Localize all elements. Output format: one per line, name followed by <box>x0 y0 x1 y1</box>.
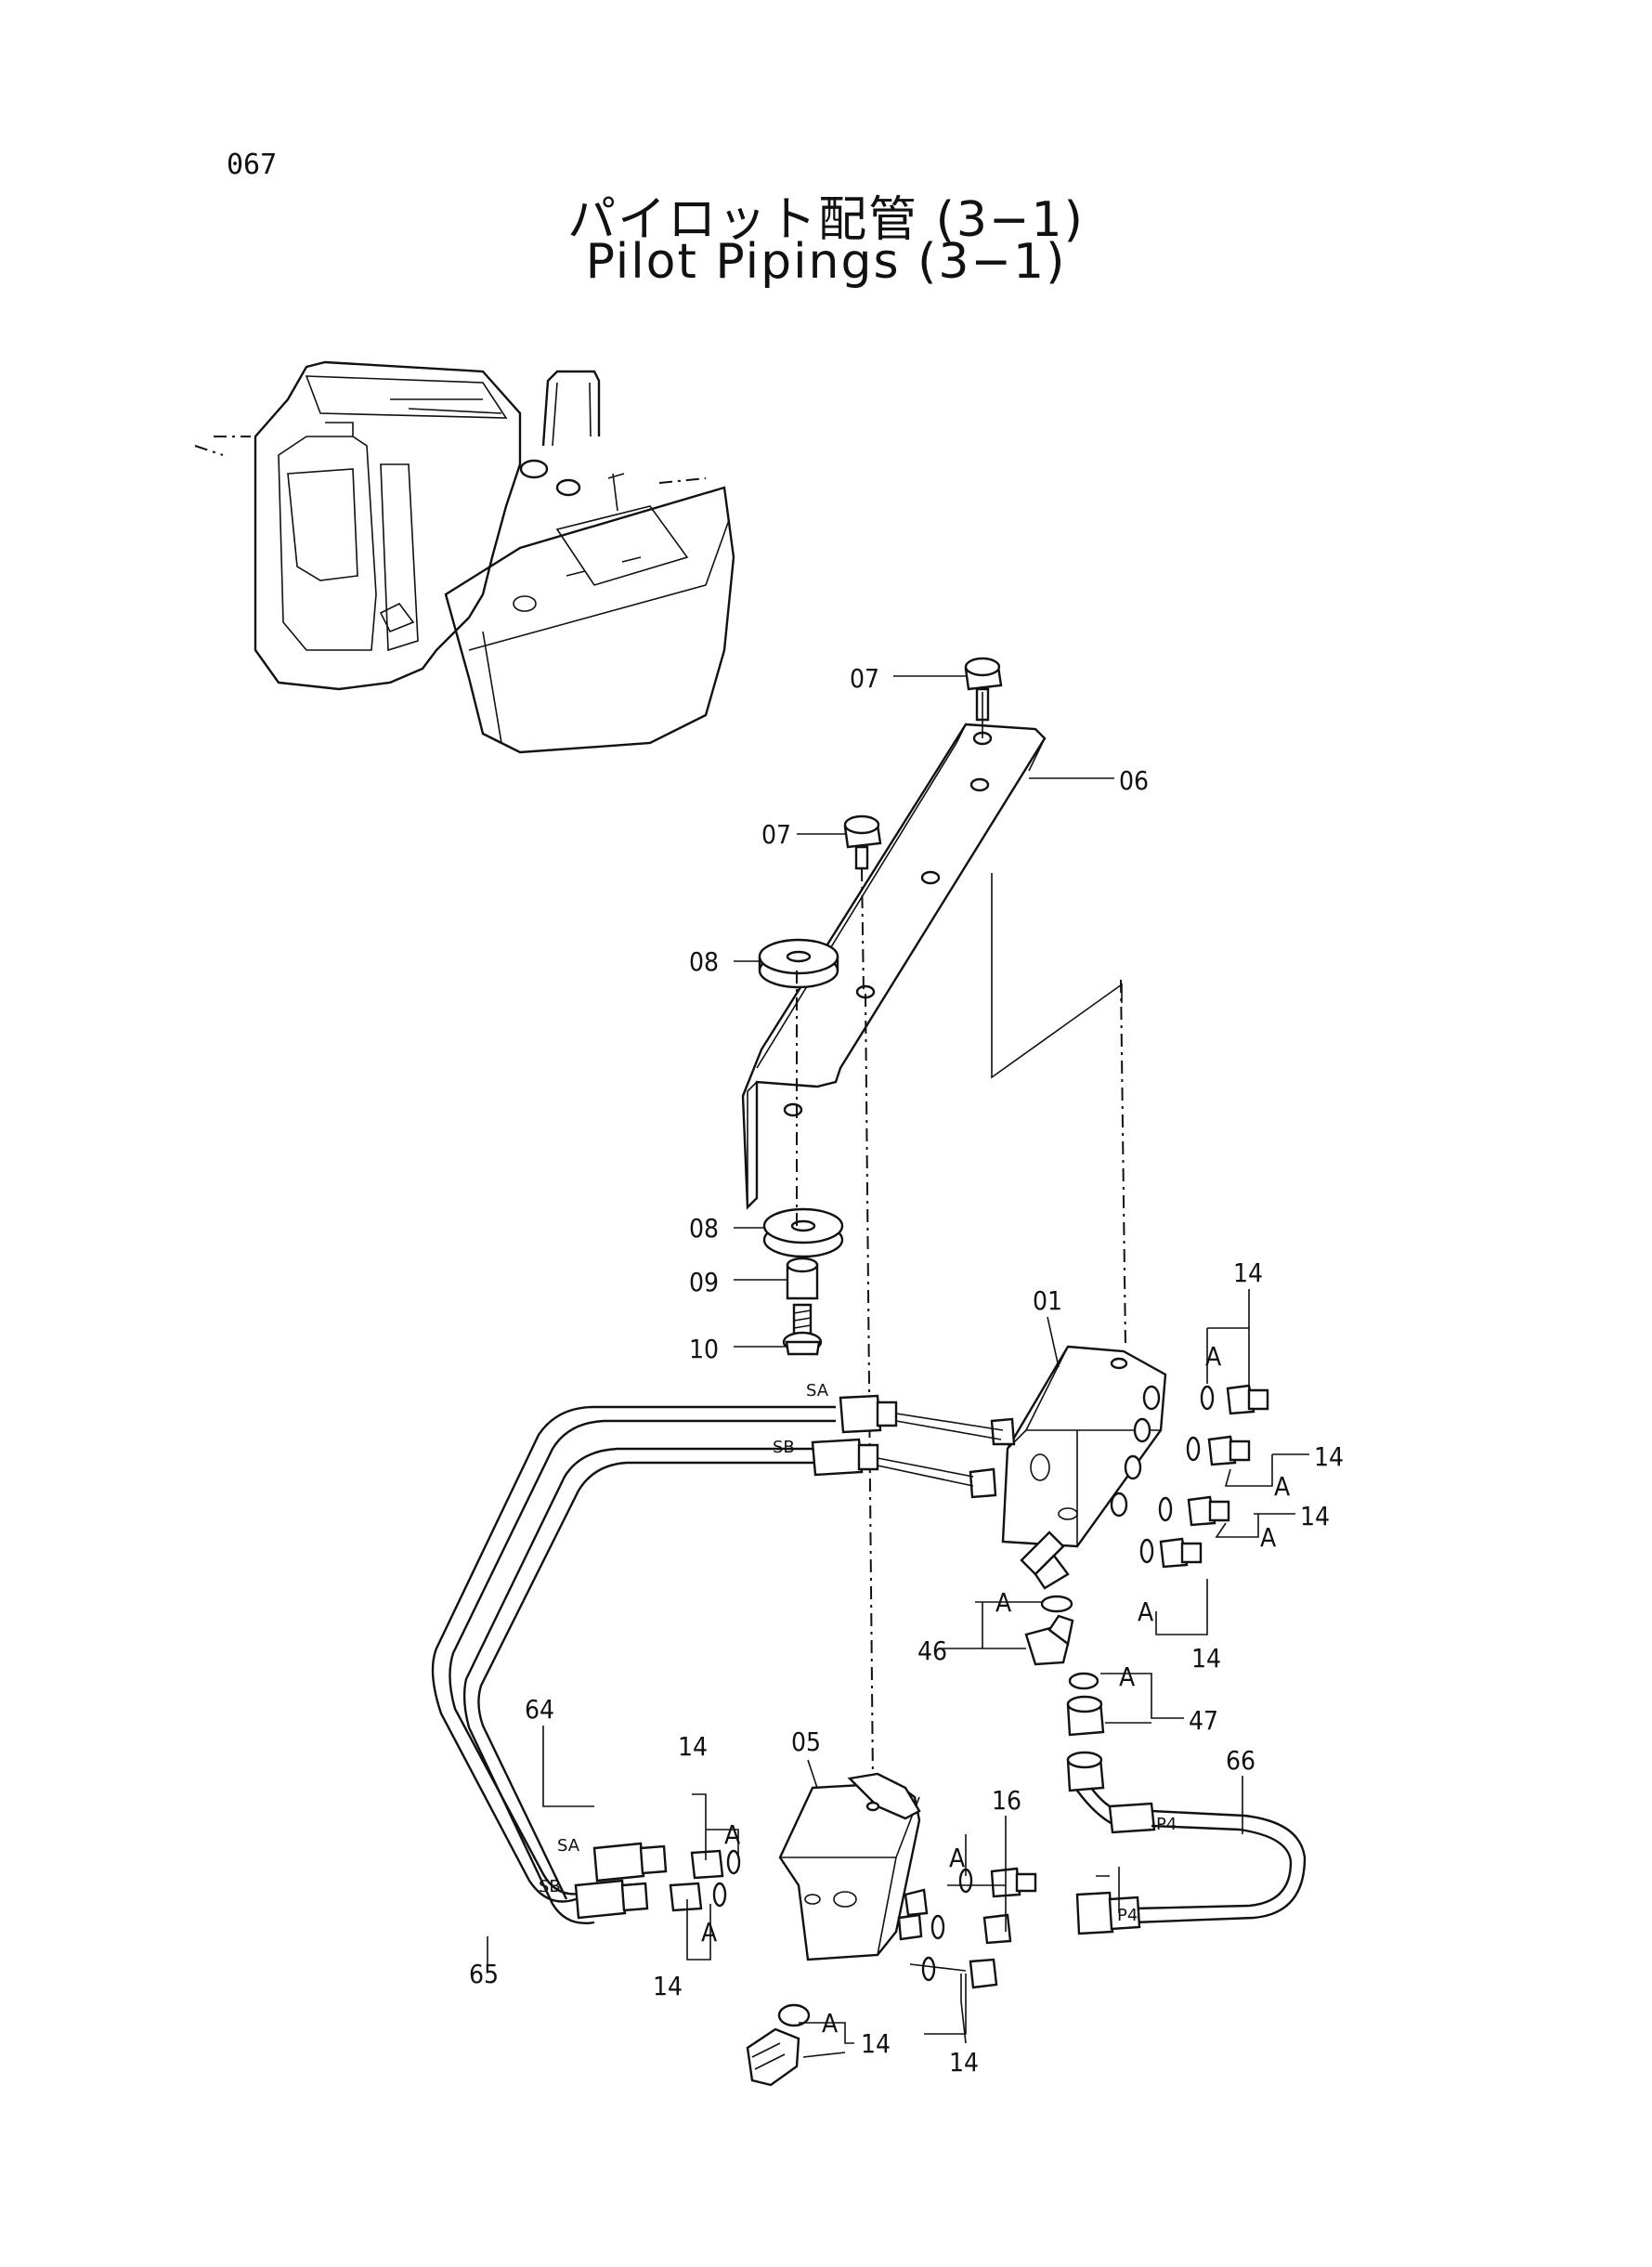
callout-14-g: 14 <box>861 2028 891 2059</box>
cushion-08-lower <box>762 1207 844 1258</box>
port-label-p4-upper: P4 <box>1156 1815 1177 1834</box>
detail-mark-a: A <box>724 1819 741 1850</box>
fittings-around-05 <box>669 1849 1037 2087</box>
valve-block-01 <box>969 1345 1167 1590</box>
elbow-fitting-46 <box>1024 1595 1074 1666</box>
detail-mark-a: A <box>822 2008 839 2039</box>
callout-08-lower: 08 <box>689 1213 719 1244</box>
callout-07-lower: 07 <box>761 819 791 850</box>
callout-09: 09 <box>689 1267 719 1297</box>
callout-07-upper: 07 <box>850 663 879 694</box>
leader-bracket-to-valve <box>991 873 1123 1079</box>
callout-08-upper: 08 <box>689 946 719 977</box>
callout-64: 64 <box>525 1694 554 1725</box>
detail-mark-a: A <box>995 1587 1012 1618</box>
callout-47: 47 <box>1189 1705 1218 1736</box>
fittings-14-right-of-01 <box>1139 1384 1269 1569</box>
callout-05: 05 <box>791 1726 821 1757</box>
fitting-47 <box>1066 1672 1105 1737</box>
leader-lines <box>487 675 1309 2058</box>
port-label-sa-lower: SA <box>557 1836 580 1856</box>
callout-labels: 07 06 07 08 08 09 10 01 14 14 14 14 46 4… <box>469 663 1344 2078</box>
callout-01: 01 <box>1033 1285 1062 1316</box>
detail-mark-a: A <box>1274 1471 1291 1502</box>
collar-09 <box>786 1257 819 1300</box>
port-label-sb-lower: SB <box>539 1877 561 1896</box>
callout-06: 06 <box>1119 765 1149 796</box>
excavator-overview-illustration <box>194 360 735 754</box>
page-title-english: Pilot Pipings (3−1) <box>585 234 1067 290</box>
hose-end-sb-lower <box>574 1879 649 1920</box>
bolt-07-lower <box>843 814 882 870</box>
bolt-10 <box>782 1303 823 1356</box>
bolt-07-upper <box>964 657 1003 722</box>
callout-14-a: 14 <box>1233 1257 1263 1288</box>
callout-46: 46 <box>917 1635 947 1666</box>
valve-block-05 <box>778 1772 929 1961</box>
bracket-06 <box>741 723 1047 1210</box>
page-number: 067 <box>227 149 278 181</box>
callout-10: 10 <box>689 1334 719 1364</box>
detail-mark-a: A <box>701 1917 718 1948</box>
detail-mark-a: A <box>1205 1341 1222 1372</box>
callout-14-f: 14 <box>653 1971 683 2001</box>
centerline-valve-01 <box>1120 979 1126 1348</box>
callout-16: 16 <box>992 1785 1021 1816</box>
callout-65: 65 <box>469 1959 499 1989</box>
hose-end-sb-upper <box>811 1438 974 1487</box>
hose-66 <box>1066 1751 1307 1935</box>
detail-mark-a: A <box>1138 1596 1154 1627</box>
hose-64 <box>431 1405 836 1903</box>
cushion-08-upper <box>758 938 839 989</box>
port-label-p4-lower: P4 <box>1117 1906 1138 1925</box>
centerline-valve-05 <box>865 993 874 1784</box>
port-label-sa-upper: SA <box>806 1381 829 1401</box>
hose-65 <box>462 1447 836 1924</box>
callout-14-d: 14 <box>1191 1643 1221 1674</box>
callout-66: 66 <box>1226 1745 1255 1776</box>
hose-end-sa-upper <box>839 1394 1004 1440</box>
port-label-sb-upper: SB <box>773 1438 795 1457</box>
callout-14-b: 14 <box>1314 1441 1344 1472</box>
detail-mark-a: A <box>1260 1522 1277 1553</box>
centerline-bolt-07 <box>861 867 865 995</box>
callout-14-h: 14 <box>949 2047 979 2078</box>
detail-mark-a: A <box>1119 1661 1136 1692</box>
callout-14-c: 14 <box>1300 1501 1330 1531</box>
page-title-japanese: パイロット配管 (3−1) <box>567 192 1085 248</box>
callout-14-e: 14 <box>678 1731 708 1762</box>
hose-end-sa-lower <box>592 1842 668 1883</box>
detail-mark-a: A <box>949 1843 966 1873</box>
